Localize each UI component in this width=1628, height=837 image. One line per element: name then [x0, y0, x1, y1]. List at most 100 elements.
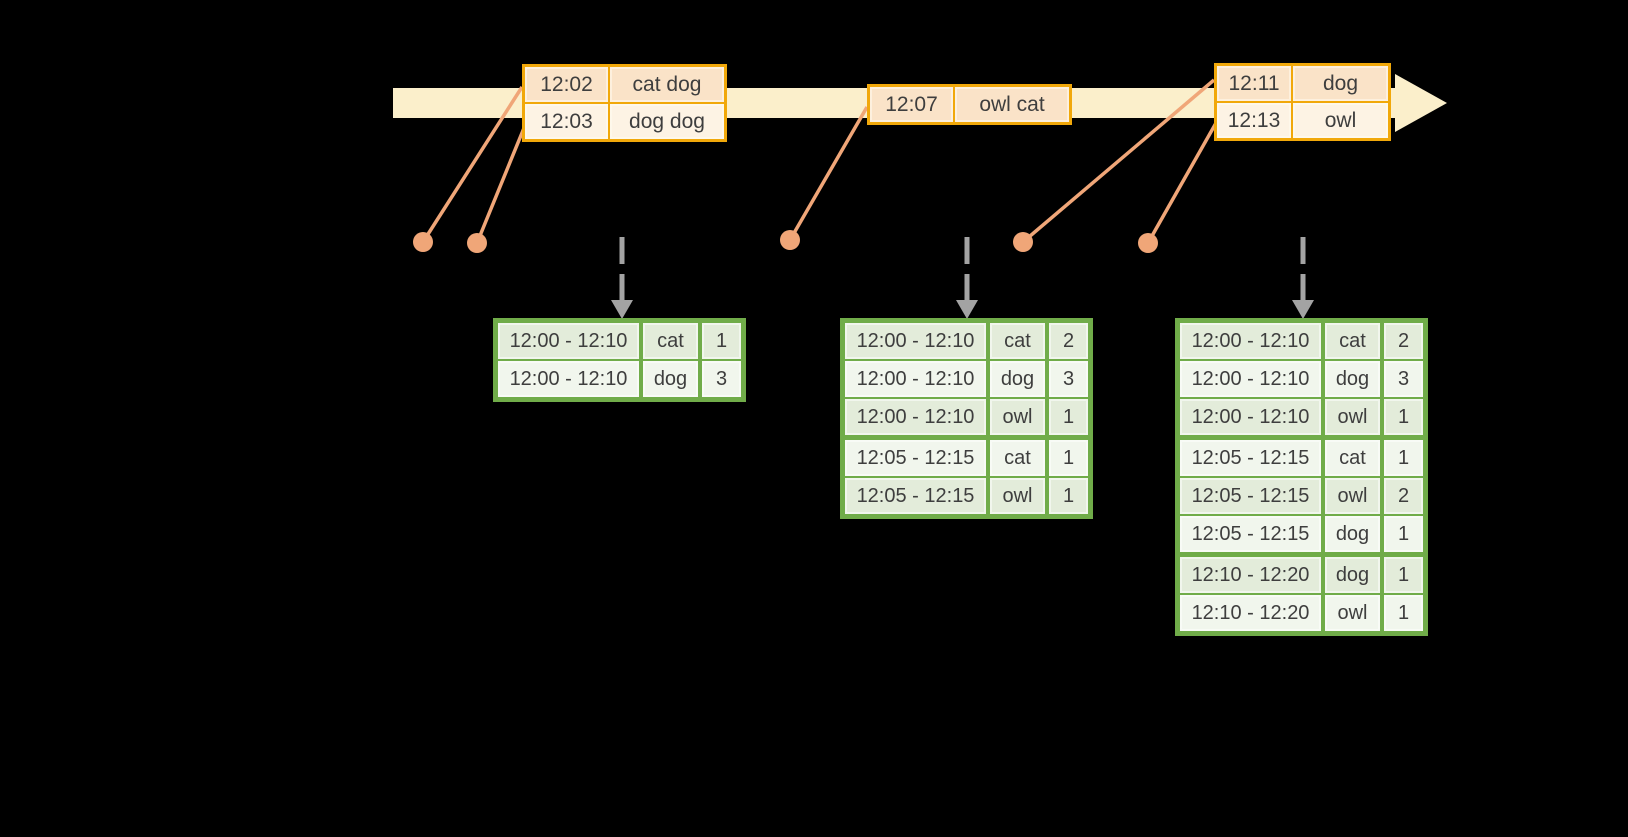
- word-cell: owl: [1325, 595, 1380, 631]
- window-cell: 12:05 - 12:15: [1180, 478, 1321, 514]
- event-time-cell: 12:07: [870, 87, 953, 122]
- word-cell: cat: [990, 440, 1045, 476]
- event-dot: [1138, 233, 1158, 253]
- result-row: 12:10 - 12:20 dog 1: [1180, 557, 1423, 593]
- count-cell: 2: [1049, 323, 1088, 359]
- result-row: 12:00 - 12:10 owl 1: [1180, 399, 1423, 435]
- count-cell: 3: [702, 361, 741, 397]
- count-cell: 1: [1049, 399, 1088, 435]
- connector-line: [1146, 122, 1218, 244]
- event-row: 12:02 cat dog: [525, 67, 724, 102]
- connector-line: [1021, 78, 1216, 244]
- event-time-cell: 12:13: [1217, 103, 1291, 138]
- count-cell: 1: [1384, 399, 1423, 435]
- window-cell: 12:10 - 12:20: [1180, 557, 1321, 593]
- word-cell: dog: [1325, 516, 1380, 552]
- count-cell: 3: [1384, 361, 1423, 397]
- event-row: 12:13 owl: [1217, 103, 1388, 138]
- word-cell: owl: [990, 478, 1045, 514]
- event-words-cell: dog dog: [610, 104, 724, 139]
- result-table-1: 12:00 - 12:10 cat 1 12:00 - 12:10 dog 3: [493, 318, 746, 402]
- trigger-arrow-icon: [1292, 237, 1314, 319]
- word-cell: dog: [990, 361, 1045, 397]
- count-cell: 1: [1384, 557, 1423, 593]
- window-cell: 12:00 - 12:10: [845, 399, 986, 435]
- event-table-1: 12:02 cat dog 12:03 dog dog: [522, 64, 727, 142]
- result-row: 12:05 - 12:15 owl 2: [1180, 478, 1423, 514]
- word-cell: cat: [1325, 323, 1380, 359]
- event-words-cell: cat dog: [610, 67, 724, 102]
- word-cell: owl: [990, 399, 1045, 435]
- result-row: 12:00 - 12:10 cat 2: [845, 323, 1088, 359]
- result-row: 12:00 - 12:10 cat 1: [498, 323, 741, 359]
- event-dot: [1013, 232, 1033, 252]
- window-cell: 12:00 - 12:10: [498, 323, 639, 359]
- window-cell: 12:05 - 12:15: [845, 478, 986, 514]
- event-row: 12:11 dog: [1217, 66, 1388, 101]
- count-cell: 1: [1384, 595, 1423, 631]
- count-cell: 2: [1384, 478, 1423, 514]
- event-row: 12:07 owl cat: [870, 87, 1069, 122]
- result-row: 12:00 - 12:10 dog 3: [1180, 361, 1423, 397]
- word-cell: dog: [1325, 557, 1380, 593]
- event-time-cell: 12:11: [1217, 66, 1291, 101]
- window-cell: 12:00 - 12:10: [1180, 399, 1321, 435]
- result-row: 12:00 - 12:10 owl 1: [845, 399, 1088, 435]
- event-time-cell: 12:03: [525, 104, 608, 139]
- word-cell: cat: [1325, 440, 1380, 476]
- result-table-2: 12:00 - 12:10 cat 2 12:00 - 12:10 dog 3 …: [840, 318, 1093, 519]
- count-cell: 1: [1384, 440, 1423, 476]
- window-cell: 12:00 - 12:10: [1180, 323, 1321, 359]
- event-words-cell: owl: [1293, 103, 1388, 138]
- result-row: 12:10 - 12:20 owl 1: [1180, 595, 1423, 631]
- result-table-3: 12:00 - 12:10 cat 2 12:00 - 12:10 dog 3 …: [1175, 318, 1428, 636]
- trigger-arrow-icon: [611, 237, 633, 319]
- window-cell: 12:00 - 12:10: [845, 361, 986, 397]
- event-dot: [780, 230, 800, 250]
- window-cell: 12:05 - 12:15: [1180, 516, 1321, 552]
- window-group: 12:00 - 12:10 cat 2 12:00 - 12:10 dog 3 …: [845, 323, 1088, 435]
- window-group: 12:00 - 12:10 cat 1 12:00 - 12:10 dog 3: [498, 323, 741, 397]
- window-cell: 12:10 - 12:20: [1180, 595, 1321, 631]
- word-cell: cat: [990, 323, 1045, 359]
- connector-line: [421, 86, 524, 243]
- window-cell: 12:00 - 12:10: [845, 323, 986, 359]
- result-row: 12:05 - 12:15 cat 1: [1180, 440, 1423, 476]
- count-cell: 1: [1384, 516, 1423, 552]
- result-row: 12:00 - 12:10 dog 3: [498, 361, 741, 397]
- window-group: 12:10 - 12:20 dog 1 12:10 - 12:20 owl 1: [1180, 557, 1423, 631]
- word-cell: owl: [1325, 478, 1380, 514]
- event-table-2: 12:07 owl cat: [867, 84, 1072, 125]
- result-row: 12:05 - 12:15 dog 1: [1180, 516, 1423, 552]
- word-cell: dog: [643, 361, 698, 397]
- event-row: 12:03 dog dog: [525, 104, 724, 139]
- word-cell: cat: [643, 323, 698, 359]
- event-words-cell: owl cat: [955, 87, 1069, 122]
- event-dot: [467, 233, 487, 253]
- count-cell: 1: [1049, 478, 1088, 514]
- result-row: 12:05 - 12:15 cat 1: [845, 440, 1088, 476]
- connector-line: [475, 127, 526, 244]
- count-cell: 1: [1049, 440, 1088, 476]
- event-dot: [413, 232, 433, 252]
- window-group: 12:00 - 12:10 cat 2 12:00 - 12:10 dog 3 …: [1180, 323, 1423, 435]
- result-row: 12:00 - 12:10 dog 3: [845, 361, 1088, 397]
- count-cell: 3: [1049, 361, 1088, 397]
- window-cell: 12:00 - 12:10: [498, 361, 639, 397]
- trigger-arrow-icon: [956, 237, 978, 319]
- window-group: 12:05 - 12:15 cat 1 12:05 - 12:15 owl 2 …: [1180, 440, 1423, 552]
- count-cell: 1: [702, 323, 741, 359]
- count-cell: 2: [1384, 323, 1423, 359]
- result-row: 12:05 - 12:15 owl 1: [845, 478, 1088, 514]
- result-row: 12:00 - 12:10 cat 2: [1180, 323, 1423, 359]
- window-cell: 12:05 - 12:15: [845, 440, 986, 476]
- connector-line: [788, 106, 869, 241]
- window-group: 12:05 - 12:15 cat 1 12:05 - 12:15 owl 1: [845, 440, 1088, 514]
- word-cell: dog: [1325, 361, 1380, 397]
- event-time-cell: 12:02: [525, 67, 608, 102]
- window-cell: 12:05 - 12:15: [1180, 440, 1321, 476]
- word-cell: owl: [1325, 399, 1380, 435]
- event-table-3: 12:11 dog 12:13 owl: [1214, 63, 1391, 141]
- window-cell: 12:00 - 12:10: [1180, 361, 1321, 397]
